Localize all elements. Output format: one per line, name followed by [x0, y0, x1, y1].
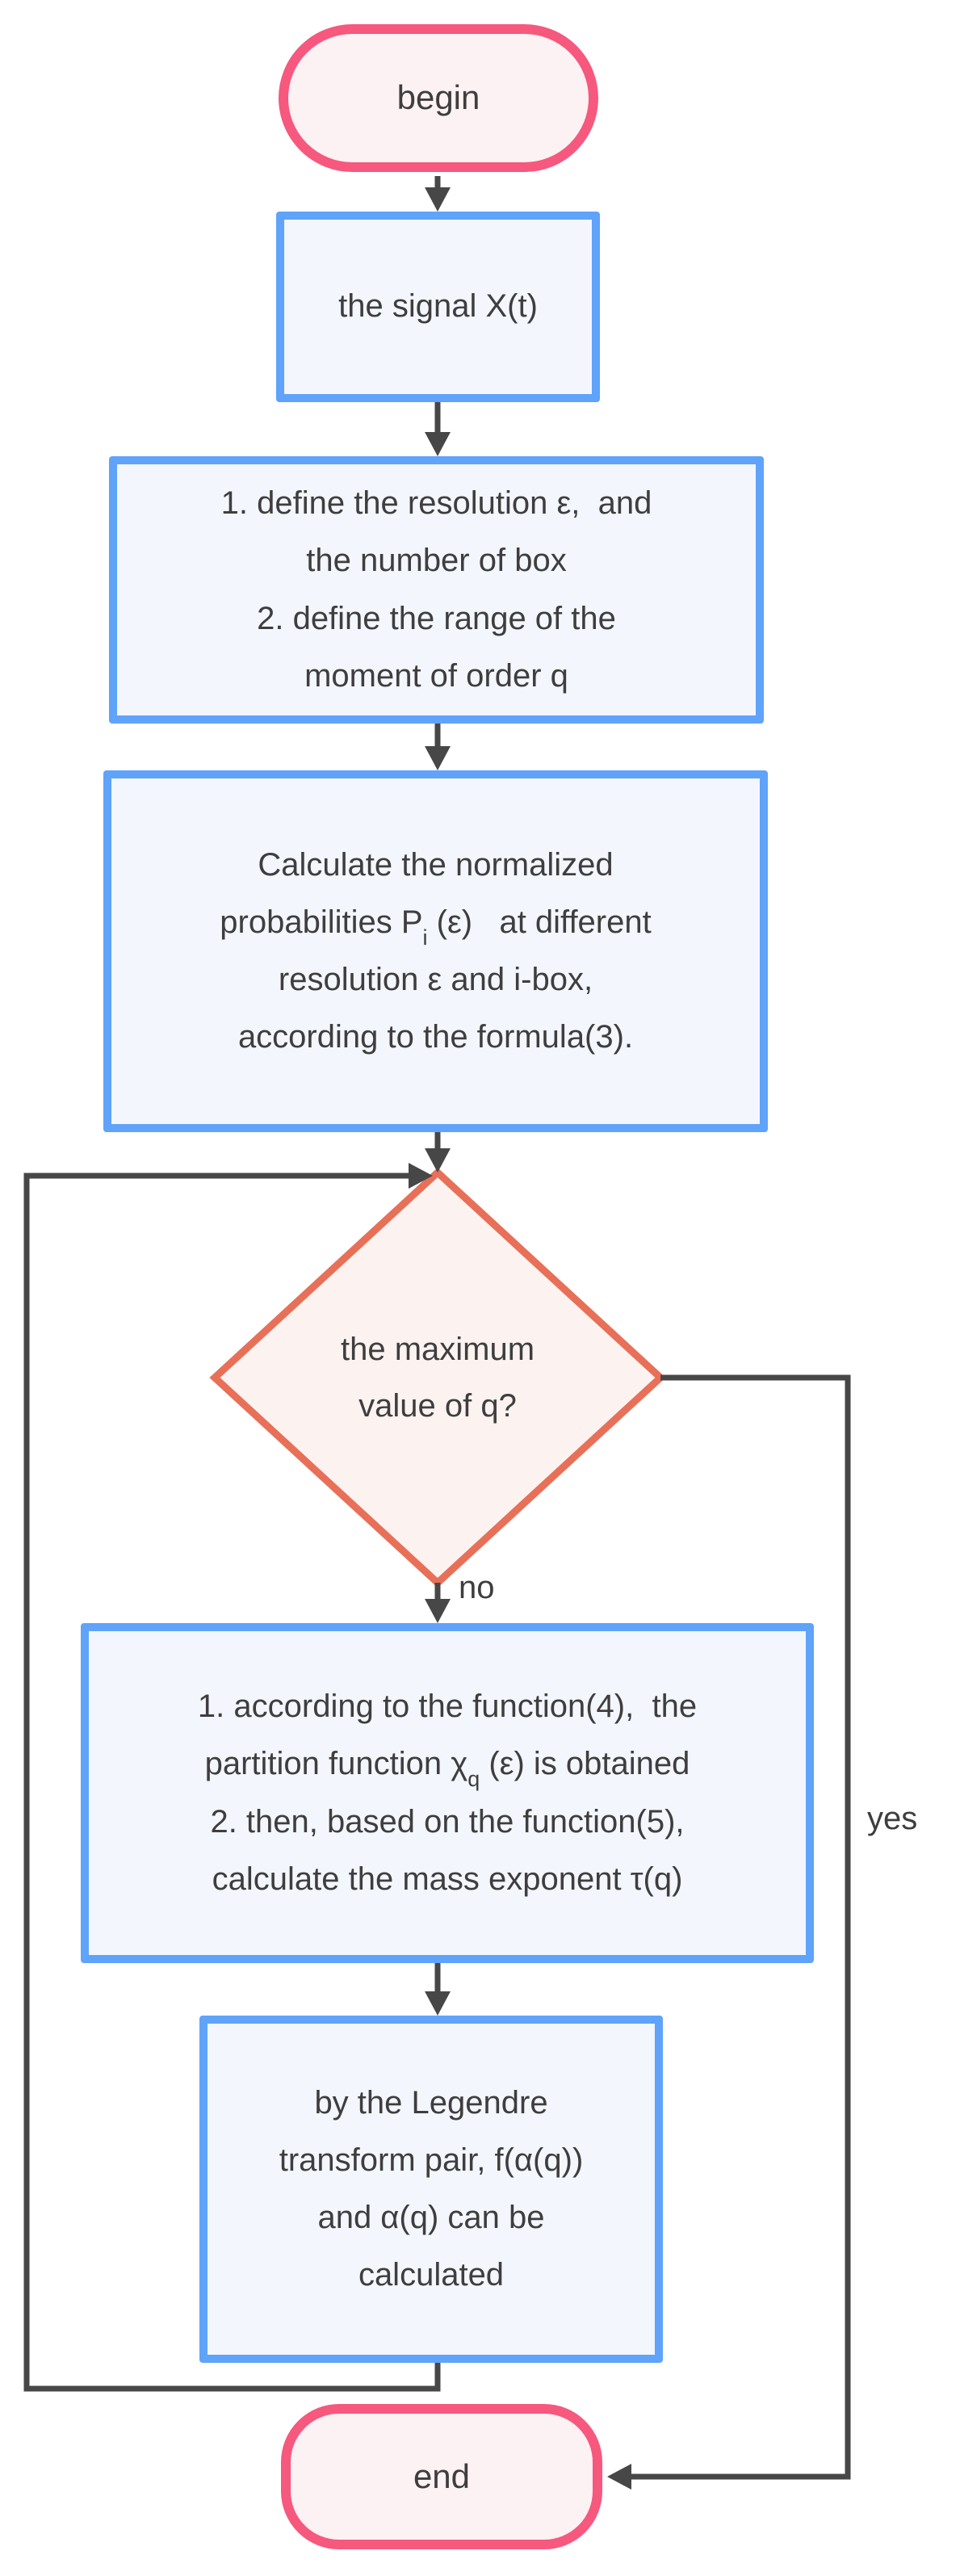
partition-text-before: 1. according to the function(4), the par…	[197, 1689, 698, 1782]
signal-label: the signal X(t)	[338, 288, 538, 325]
edge-decision-no-to-partition	[425, 1583, 451, 1623]
probabilities-subscript: i	[422, 925, 428, 950]
edge-label-no: no	[459, 1570, 495, 1605]
edge-define-to-probabilities	[425, 724, 451, 770]
edge-legendre-loopback-to-decision	[23, 1163, 441, 2392]
partition-label: 1. according to the function(4), the par…	[198, 1678, 697, 1908]
edge-partition-to-legendre	[425, 1963, 451, 2016]
node-partition-process: 1. according to the function(4), the par…	[81, 1623, 814, 1963]
legendre-label: by the Legendre transform pair, f(α(q)) …	[279, 2084, 584, 2293]
edge-decision-yes-to-end	[607, 1374, 851, 2490]
probabilities-label: Calculate the normalized probabilities P…	[220, 837, 651, 1067]
edge-label-yes: yes	[867, 1801, 918, 1836]
decision-label: the maximum value of q?	[340, 1332, 535, 1424]
end-label: end	[413, 2456, 471, 2495]
node-begin-terminal: begin	[279, 24, 598, 172]
node-legendre-process: by the Legendre transform pair, f(α(q)) …	[199, 2016, 663, 2363]
partition-text-after: (ε) is obtained 2. then, based on the fu…	[210, 1746, 690, 1897]
begin-label: begin	[396, 78, 480, 117]
edge-signal-to-define	[425, 402, 451, 456]
node-signal-process: the signal X(t)	[276, 212, 600, 402]
edge-probabilities-to-decision	[425, 1131, 451, 1173]
node-define-process: 1. define the resolution ε, and the numb…	[109, 456, 764, 724]
probabilities-text-after: (ε) at different resolution ε and i-box,…	[237, 904, 652, 1055]
node-end-terminal: end	[281, 2404, 602, 2549]
probabilities-text-before: Calculate the normalized probabilities P	[220, 846, 614, 940]
partition-subscript: q	[467, 1767, 480, 1792]
define-label: 1. define the resolution ε, and the numb…	[220, 485, 652, 694]
edge-begin-to-signal	[425, 176, 451, 212]
node-probabilities-process: Calculate the normalized probabilities P…	[103, 770, 768, 1132]
